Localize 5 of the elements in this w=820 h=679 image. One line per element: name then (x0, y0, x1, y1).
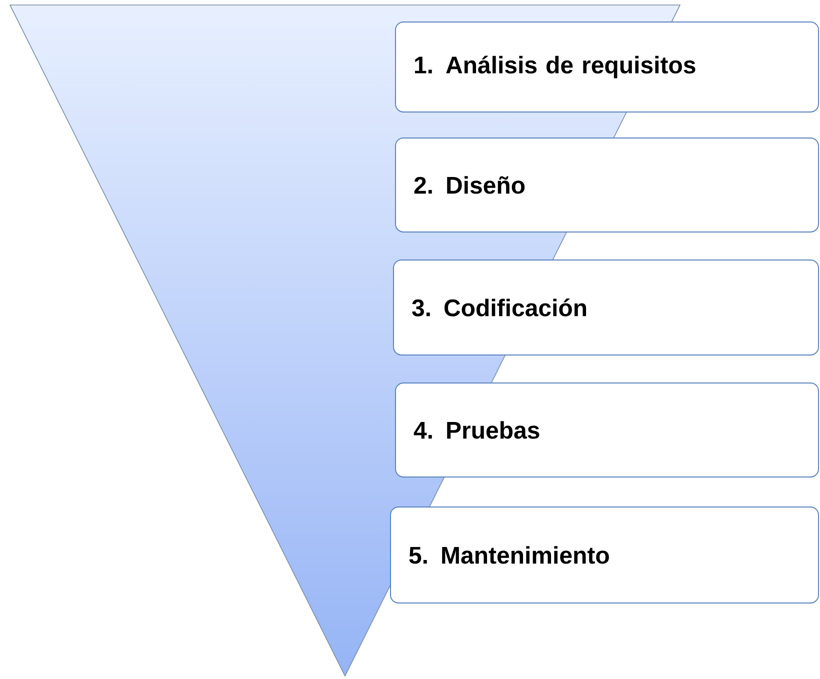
step-box: 5. Mantenimiento (390, 506, 819, 604)
step-box: 2. Diseño (395, 137, 819, 232)
step-box: 4. Pruebas (395, 382, 819, 478)
step-box: 3. Codificación (393, 259, 819, 356)
step-box: 1. Análisis de requisitos (395, 22, 819, 112)
